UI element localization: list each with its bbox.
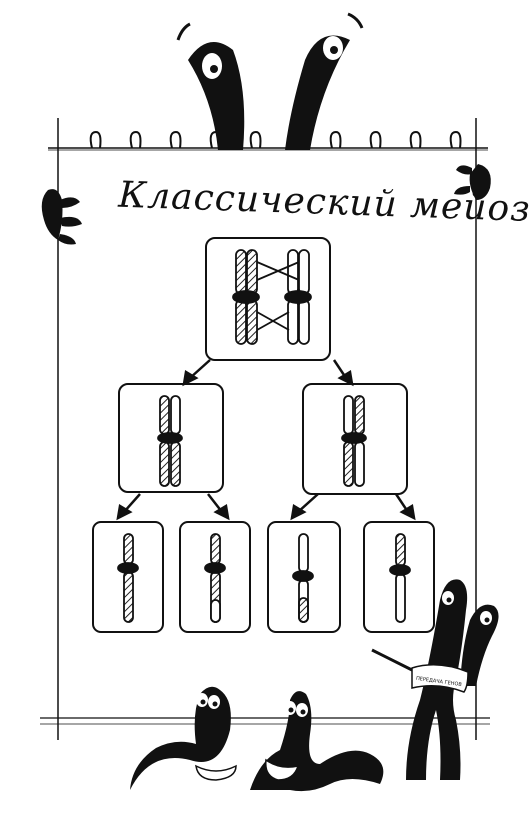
peeking-character <box>176 12 364 150</box>
gamete-box-3 <box>267 521 341 633</box>
gamete-chromosomes <box>117 533 411 623</box>
meiosis-diagram <box>92 237 435 633</box>
parent-chromosomes <box>232 249 312 345</box>
notepad-sheet <box>40 118 490 740</box>
right-hand-icon <box>454 164 491 200</box>
worm-character-middle <box>250 691 384 792</box>
worm-character-left <box>130 686 237 790</box>
parent-cell-box <box>205 237 331 361</box>
daughter-chromosomes-right <box>341 395 367 487</box>
daughter-cell-box-left <box>118 383 224 493</box>
chromosome-character-big <box>371 579 499 780</box>
daughter-cell-box-right <box>302 383 408 495</box>
spiral-binding <box>89 130 462 149</box>
gamete-box-2 <box>179 521 251 633</box>
gamete-box-4 <box>363 521 435 633</box>
left-hand-icon <box>41 189 82 245</box>
gamete-box-1 <box>92 521 164 633</box>
daughter-chromosomes-left <box>157 395 183 487</box>
division-arrows <box>116 359 416 521</box>
